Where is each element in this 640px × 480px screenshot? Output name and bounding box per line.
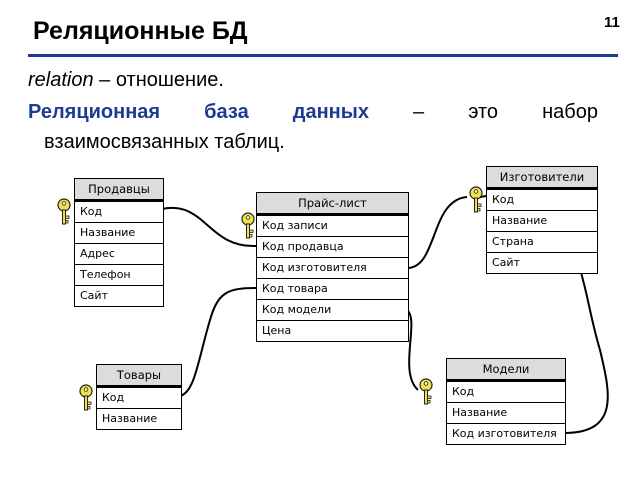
slide-title: Реляционные БД: [33, 17, 248, 45]
key-icon: [79, 384, 93, 411]
table-field: Код записи: [257, 215, 408, 236]
table-title: Модели: [447, 359, 565, 381]
table-field: Сайт: [487, 252, 597, 273]
title-divider: [28, 54, 618, 57]
table-title: Товары: [97, 365, 181, 387]
relation-term: relation: [28, 69, 94, 91]
definition-word: данных: [292, 101, 369, 123]
key-icon: [241, 212, 255, 239]
table-field: Название: [487, 210, 597, 231]
relation-definition: – отношение.: [93, 69, 224, 91]
table-field: Код: [75, 201, 163, 222]
table-modeli: Модели Код Название Код изготовителя: [446, 358, 566, 445]
table-field: Код: [487, 189, 597, 210]
table-field: Код: [97, 387, 181, 408]
key-icon: [469, 186, 483, 213]
link-pricelist-tovary: [179, 287, 257, 397]
definition-word: Реляционная: [28, 101, 161, 123]
table-field: Код товара: [257, 278, 408, 299]
definition-word: база: [204, 101, 249, 123]
table-field: Название: [447, 402, 565, 423]
table-field: Цена: [257, 320, 408, 341]
table-field: Код изготовителя: [257, 257, 408, 278]
table-tovary: Товары Код Название: [96, 364, 182, 430]
table-title: Прайс-лист: [257, 193, 408, 215]
definition-word: это: [468, 101, 499, 123]
table-pricelist: Прайс-лист Код записи Код продавца Код и…: [256, 192, 409, 342]
table-field: Код модели: [257, 299, 408, 320]
table-field: Название: [97, 408, 181, 429]
definition-continuation: взаимосвязанных таблиц.: [44, 131, 285, 153]
table-title: Продавцы: [75, 179, 163, 201]
definition-word: набор: [542, 101, 598, 123]
link-pricelist-izgotoviteli: [406, 196, 468, 269]
slide-number: 11: [604, 14, 620, 31]
table-field: Код продавца: [257, 236, 408, 257]
table-field: Телефон: [75, 264, 163, 285]
database-definition-line: Реляционная база данных – это набор: [28, 101, 598, 124]
definition-word: –: [413, 101, 425, 123]
table-field: Адрес: [75, 243, 163, 264]
definition-line: relation – отношение.: [28, 69, 224, 92]
key-icon: [419, 378, 433, 405]
table-field: Страна: [487, 231, 597, 252]
key-icon: [57, 198, 71, 225]
table-field: Код: [447, 381, 565, 402]
table-field: Название: [75, 222, 163, 243]
table-field: Код изготовителя: [447, 423, 565, 444]
table-title: Изготовители: [487, 167, 597, 189]
table-prodavtsy: Продавцы Код Название Адрес Телефон Сайт: [74, 178, 164, 307]
table-izgotoviteli: Изготовители Код Название Страна Сайт: [486, 166, 598, 274]
table-field: Сайт: [75, 285, 163, 306]
